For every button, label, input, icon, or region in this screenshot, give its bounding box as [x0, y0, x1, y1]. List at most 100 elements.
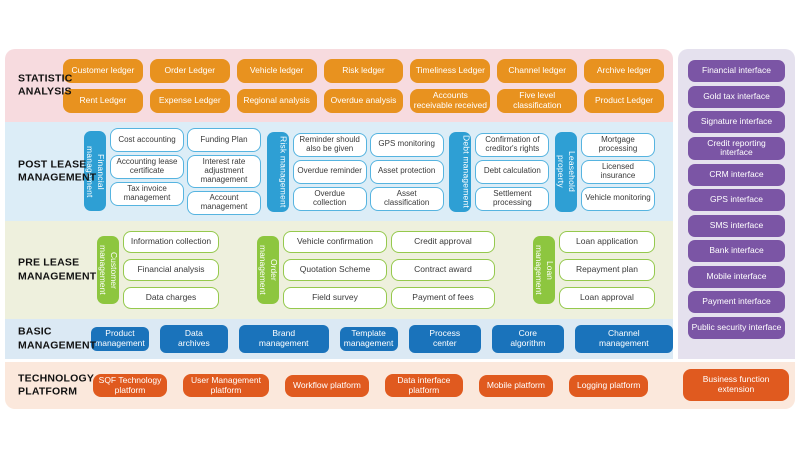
module-group: Loan management Loan application Repayme…	[533, 231, 655, 309]
pre-lease-groups: Customer management Information collecti…	[5, 221, 673, 319]
statistic-module-chip: Accounts receivable received	[410, 88, 491, 113]
section-statistic-analysis: STATISTIC ANALYSIS Customer ledger Order…	[5, 49, 673, 122]
basic-module-chip: Template management	[339, 327, 398, 351]
interface-chip: Payment interface	[688, 291, 785, 314]
group-label-vertical: Financial management	[84, 131, 106, 212]
statistic-module-chip: Archive ledger	[584, 58, 664, 83]
statistic-module-chip: Overdue analysis	[323, 88, 404, 113]
module-group: Financial management Cost accounting Acc…	[84, 128, 261, 215]
basic-module-chip: Channel management	[574, 325, 673, 353]
module-node: Asset protection	[369, 159, 444, 184]
group-label-vertical: Loan management	[533, 236, 555, 304]
business-function-extension-chip: Business function extension	[683, 369, 789, 401]
group-label-vertical: Leasehold property	[554, 131, 577, 212]
section-title-basic: BASIC MANAGEMENT	[18, 325, 97, 351]
module-node: Financial analysis	[123, 259, 219, 281]
module-node: Account management	[187, 190, 261, 215]
module-node: Vehicle monitoring	[580, 186, 655, 211]
section-title-statistic: STATISTIC ANALYSIS	[18, 71, 73, 98]
statistic-module-chip: Timeliness Ledger	[410, 58, 491, 83]
basic-module-chip: Process center	[408, 325, 482, 353]
module-group: Debt management Confirmation of creditor…	[449, 131, 550, 212]
basic-module-chip: Data archives	[159, 325, 228, 353]
basic-module-chip: Product management	[91, 327, 149, 351]
technology-platform-chip: SQF Technology platform	[93, 373, 167, 398]
interface-chip: Bank interface	[688, 240, 785, 263]
basic-module-chip: Brand management	[238, 325, 329, 353]
technology-platform-chip: User Management platform	[183, 373, 269, 398]
module-node: Asset classification	[369, 186, 444, 211]
group-columns: Cost accounting Accounting lease certifi…	[110, 128, 261, 215]
section-title-post-lease: POST LEASE MANAGEMENT	[18, 157, 97, 184]
interface-chip: Credit reporting interface	[688, 136, 785, 161]
module-node: Information collection	[123, 231, 219, 253]
statistic-module-chip: Risk ledger	[323, 58, 404, 83]
module-node: Repayment plan	[559, 259, 655, 281]
module-column: Funding Plan Interest rate adjustment ma…	[187, 128, 261, 215]
module-node: Interest rate adjustment management	[187, 155, 261, 188]
interface-chip: CRM interface	[688, 163, 785, 186]
module-column: Credit approval Contract award Payment o…	[391, 231, 495, 309]
interface-chip: Mobile interface	[688, 265, 785, 288]
module-node: Data charges	[123, 287, 219, 309]
interface-chip: Financial interface	[688, 60, 785, 82]
section-basic-management: BASIC MANAGEMENT Product management Data…	[5, 319, 673, 359]
module-node: Mortgage processing	[580, 132, 655, 157]
group-label-vertical: Order management	[257, 236, 279, 304]
module-node: Confirmation of creditor's rights	[475, 132, 550, 157]
statistic-module-chip: Customer ledger	[63, 58, 143, 83]
statistic-module-chip: Rent Ledger	[63, 88, 143, 113]
module-node: Settlement processing	[475, 186, 550, 211]
technology-platform-chip: Data interface platform	[384, 373, 463, 398]
post-lease-groups: Financial management Cost accounting Acc…	[5, 122, 673, 221]
statistic-module-chip: Product Ledger	[584, 88, 664, 113]
module-node: Field survey	[283, 287, 387, 309]
section-title-technology: TECHNOLOGY PLATFORM	[18, 371, 94, 398]
module-column: GPS monitoring Asset protection Asset cl…	[369, 132, 444, 211]
module-node: Credit approval	[391, 231, 495, 253]
section-pre-lease-management: PRE LEASE MANAGEMENT Customer management	[5, 221, 673, 319]
group-columns: Reminder should also be given Overdue re…	[292, 132, 444, 211]
module-node: Quotation Scheme	[283, 259, 387, 281]
module-column: Mortgage processing Licensed insurance V…	[580, 132, 655, 211]
section-post-lease-management: POST LEASE MANAGEMENT Financial manageme…	[5, 122, 673, 221]
interface-chip: Signature interface	[688, 111, 785, 133]
module-group: Order management Vehicle confirmation Qu…	[257, 231, 495, 309]
module-node: Accounting lease certificate	[110, 155, 184, 180]
module-node: Reminder should also be given	[292, 132, 367, 157]
module-node: Loan approval	[559, 287, 655, 309]
section-technology-platform: TECHNOLOGY PLATFORM SQF Technology platf…	[5, 362, 795, 409]
interface-chip: GPS interface	[688, 189, 785, 212]
group-label-vertical: Debt management	[449, 131, 472, 212]
basic-module-chip: Core algorithm	[492, 325, 564, 353]
module-node: Debt calculation	[475, 159, 550, 184]
interface-button-list: Financial interface Gold tax interface S…	[678, 49, 795, 359]
basic-button-row: Product management Data archives Brand m…	[5, 319, 673, 359]
technology-platform-chip: Mobile platform	[478, 374, 553, 397]
module-node: GPS monitoring	[369, 132, 444, 157]
group-label-vertical: Customer management	[97, 236, 119, 304]
group-columns: Information collection Financial analysi…	[123, 231, 219, 309]
main-panel: STATISTIC ANALYSIS Customer ledger Order…	[5, 49, 673, 359]
module-column: Confirmation of creditor's rights Debt c…	[475, 132, 550, 211]
module-node: Payment of fees	[391, 287, 495, 309]
module-node: Tax invoice management	[110, 182, 184, 207]
statistic-module-chip: Five level classification	[497, 88, 578, 113]
statistic-module-chip: Expense Ledger	[149, 88, 230, 113]
group-columns: Loan application Repayment plan Loan app…	[559, 231, 655, 309]
module-node: Overdue reminder	[292, 159, 367, 184]
interface-chip: Gold tax interface	[688, 85, 785, 108]
technology-platform-chip: Workflow platform	[285, 374, 369, 397]
group-label-vertical: Risk management	[266, 131, 289, 212]
module-column: Information collection Financial analysi…	[123, 231, 219, 309]
module-column: Reminder should also be given Overdue re…	[292, 132, 367, 211]
module-group: Customer management Information collecti…	[97, 231, 219, 309]
module-column: Vehicle confirmation Quotation Scheme Fi…	[283, 231, 387, 309]
statistic-button-grid: Customer ledger Order Ledger Vehicle led…	[63, 49, 664, 122]
interface-chip: SMS interface	[688, 214, 785, 237]
module-node: Licensed insurance	[580, 159, 655, 184]
module-node: Vehicle confirmation	[283, 231, 387, 253]
technology-platform-chip: Logging platform	[568, 374, 649, 397]
statistic-module-chip: Regional analysis	[236, 88, 317, 113]
